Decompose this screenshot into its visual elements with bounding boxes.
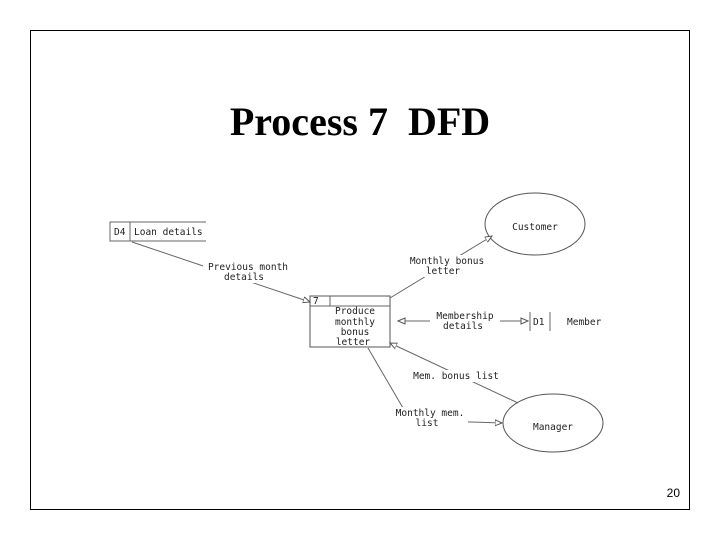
page-title: Process 7 DFD [229, 99, 491, 144]
flow-membership-details-arrowhead-left [396, 317, 406, 325]
customer-label: Customer [512, 222, 558, 233]
flow-membership-details-arrowhead-right [520, 317, 530, 325]
page-number: 20 [666, 486, 680, 500]
slide-frame [30, 30, 690, 510]
process-7: 7 Produce monthly bonus letter [309, 295, 391, 348]
flow-monthly-mem-list-label-line-2: list [416, 418, 439, 429]
data-store-d1-id: D1 [533, 317, 545, 328]
flow-monthly-bonus-letter-label-bg [405, 255, 489, 277]
external-entity-manager: Manager [502, 393, 604, 453]
process-7-label-line-2: monthly [335, 317, 375, 328]
manager-label: Manager [533, 422, 573, 433]
data-store-d1: D1 Member [529, 312, 602, 331]
process-7-box [309, 295, 391, 348]
process-7-number: 7 [313, 296, 319, 307]
flow-previous-month-details: Previous month details [131, 241, 310, 302]
flow-previous-month-details-label-line-1: Previous month [208, 262, 288, 273]
flow-membership-details-label-line-2: details [443, 321, 483, 332]
flow-mem-bonus-list-label-line-1: Mem. bonus list [413, 371, 499, 382]
flow-monthly-bonus-letter: Monthly bonus letter [389, 236, 492, 299]
flow-monthly-bonus-letter-label-line-2: letter [426, 266, 461, 277]
data-store-d1-outline [529, 312, 551, 331]
flow-monthly-mem-list: Monthly mem. list [367, 347, 502, 429]
process-7-label-line-1: Produce [335, 306, 375, 317]
flow-membership-details: Membership details [396, 311, 530, 332]
data-store-d4-name: Loan details [134, 227, 203, 238]
flow-previous-month-details-label-line-2: details [224, 272, 264, 283]
customer-ellipse [484, 192, 586, 256]
flow-membership-details-label-line-1: Membership [436, 311, 493, 322]
data-store-d1-name: Member [567, 317, 602, 328]
data-store-d4-id: D4 [114, 227, 126, 238]
flow-previous-month-details-label-bg [203, 261, 293, 283]
flow-membership-details-label-bg [430, 312, 500, 332]
flow-monthly-mem-list-label-line-1: Monthly mem. [396, 408, 465, 419]
flow-monthly-mem-list-label-bg [392, 407, 468, 429]
external-entity-customer: Customer [484, 192, 586, 256]
flow-monthly-bonus-letter-label-line-1: Monthly bonus [410, 256, 484, 267]
process-7-label-line-3: bonus [341, 327, 370, 338]
data-store-d4-outline [109, 221, 206, 242]
process-7-label-line-4: letter [336, 337, 371, 348]
flow-mem-bonus-list: Mem. bonus list [390, 343, 519, 404]
data-store-d4: D4 Loan details [109, 221, 206, 242]
flow-mem-bonus-list-label-bg [410, 370, 502, 382]
